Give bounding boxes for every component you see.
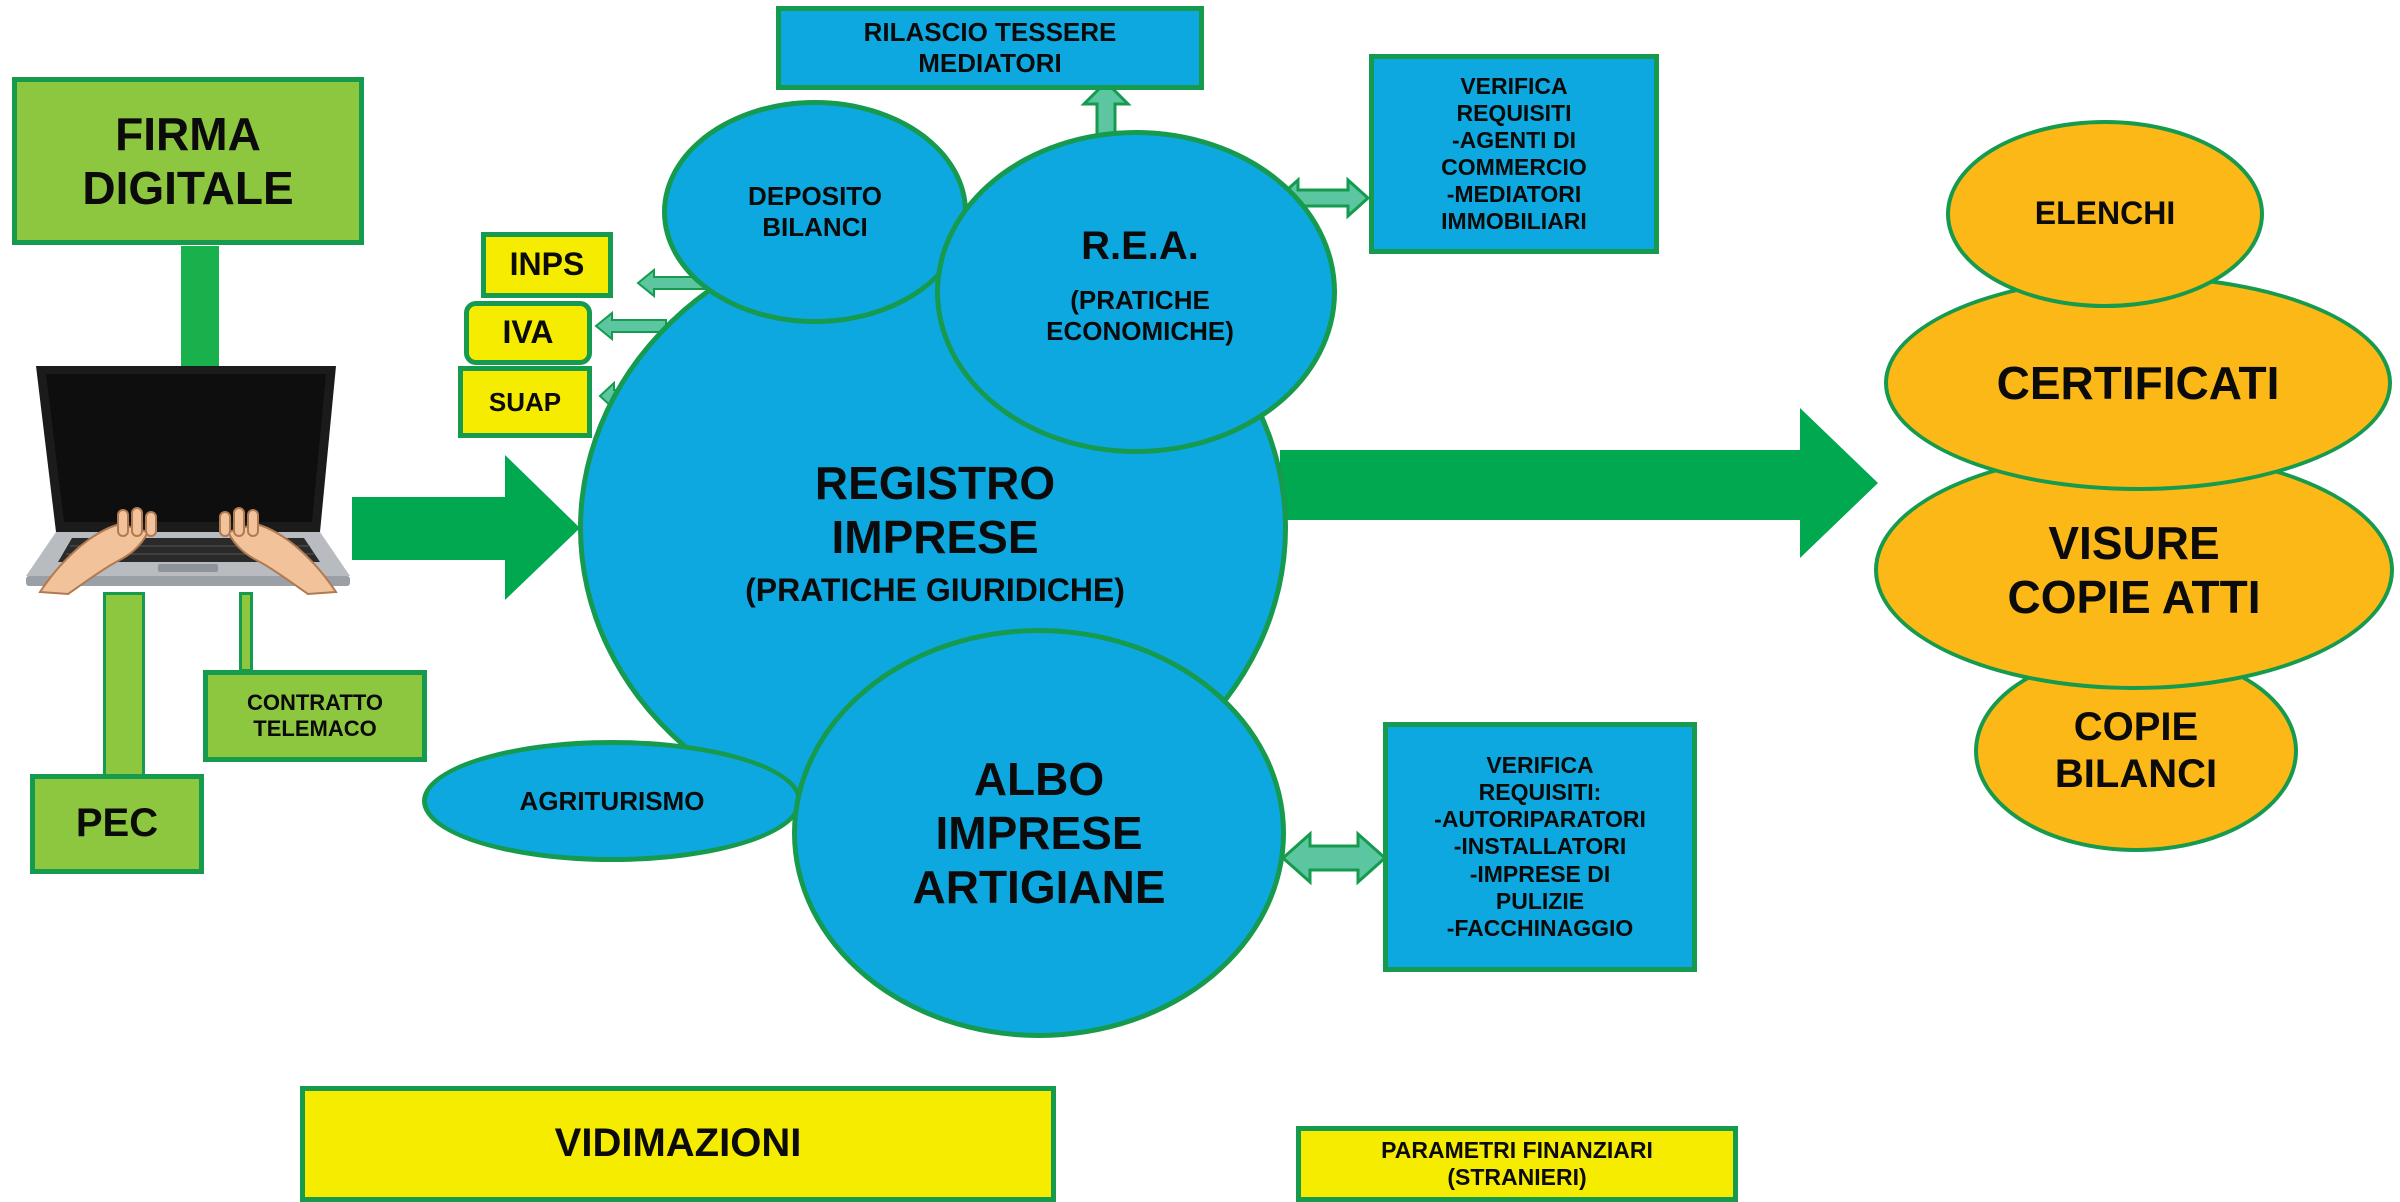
pec-box: PEC: [30, 774, 204, 874]
rea-subtitle: (PRATICHE ECONOMICHE): [1046, 285, 1234, 346]
registro-imprese-title: REGISTRO IMPRESE: [814, 456, 1056, 563]
parametri-finanziari-box: PARAMETRI FINANZIARI (STRANIERI): [1296, 1126, 1738, 1202]
connector-laptop-pec: [103, 592, 145, 778]
laptop-icon: [20, 362, 356, 596]
certificati-ellipse: CERTIFICATI: [1884, 275, 2392, 491]
registro-imprese-subtitle: (PRATICHE GIURIDICHE): [745, 572, 1125, 609]
deposito-bilanci-ellipse: DEPOSITO BILANCI: [662, 100, 968, 324]
elenchi-ellipse: ELENCHI: [1946, 120, 2264, 308]
copie-bilanci-ellipse: COPIE BILANCI: [1974, 650, 2298, 852]
suap-box: SUAP: [458, 366, 592, 438]
connector-laptop-contratto: [239, 592, 253, 672]
rilascio-tessere-mediatori-box: RILASCIO TESSERE MEDIATORI: [776, 6, 1204, 90]
agriturismo-ellipse: AGRITURISMO: [422, 740, 802, 862]
inps-box: INPS: [481, 232, 613, 298]
albo-imprese-artigiane-circle: ALBO IMPRESE ARTIGIANE: [792, 628, 1286, 1038]
connector-firma-laptop: [181, 246, 219, 366]
vidimazioni-box: VIDIMAZIONI: [300, 1086, 1056, 1202]
iva-box: IVA: [464, 301, 592, 365]
output-arrow: [1280, 408, 1878, 558]
verifica-requisiti-artigiani-box: VERIFICA REQUISITI: -AUTORIPARATORI -INS…: [1383, 722, 1697, 972]
firma-digitale-box: FIRMA DIGITALE: [12, 77, 364, 245]
double-arrow-albo: [1280, 830, 1388, 886]
contratto-telemaco-box: CONTRATTO TELEMACO: [203, 670, 427, 762]
rea-title: R.E.A.: [1081, 224, 1199, 269]
rea-ellipse: [935, 130, 1337, 454]
verifica-requisiti-agenti-box: VERIFICA REQUISITI -AGENTI DI COMMERCIO …: [1369, 54, 1659, 254]
input-arrow: [352, 455, 580, 600]
